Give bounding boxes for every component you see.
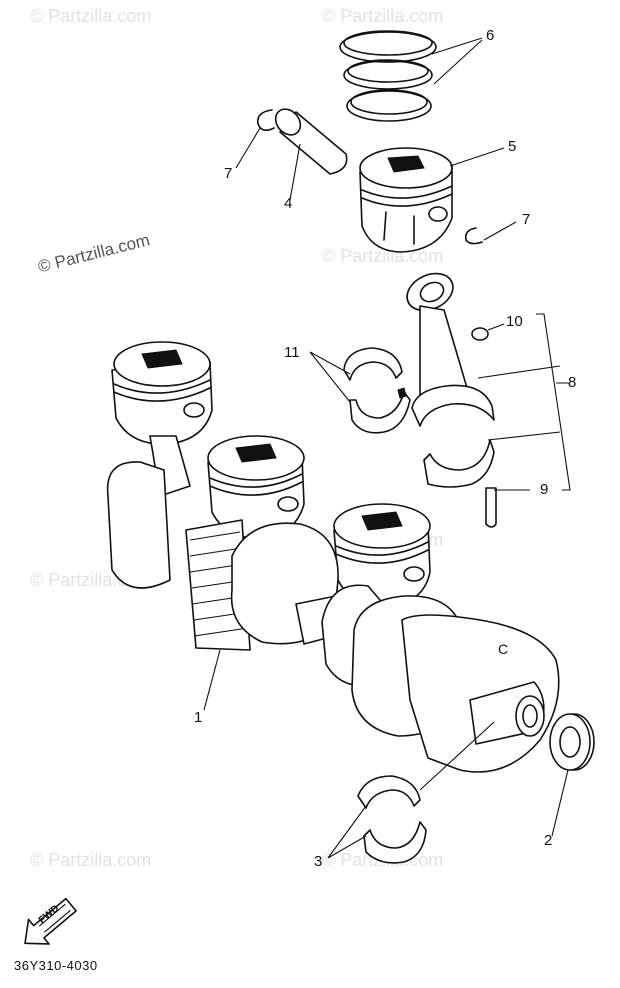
- piston-part-5: [359, 147, 453, 253]
- callout-10: 10: [506, 313, 523, 330]
- main-bearing-part-3: [357, 775, 427, 864]
- circlip-upper: [256, 109, 275, 132]
- group-bracket-8: [536, 313, 571, 491]
- callout-9: 9: [540, 481, 549, 498]
- forward-arrow-icon: [24, 897, 77, 945]
- connecting-rod-part-8: [406, 272, 497, 528]
- callout-4: 4: [284, 195, 293, 212]
- crank-mark-c: C: [498, 641, 509, 657]
- callout-7-lower: 7: [522, 211, 531, 228]
- callout-1: 1: [194, 709, 203, 726]
- callout-5: 5: [508, 138, 517, 155]
- piston-left: [111, 341, 213, 497]
- diagram-code: 36Y310-4030: [14, 958, 98, 973]
- watermark-2: © Partzilla.com: [322, 6, 444, 26]
- callout-7-upper: 7: [224, 165, 233, 182]
- piston-rings: [339, 30, 437, 122]
- piston-middle: [207, 435, 305, 539]
- leader-lines: [203, 37, 569, 859]
- circlip-lower: [464, 227, 483, 245]
- oil-seal-part-2: [549, 713, 595, 771]
- crankshaft-part-1: [106, 461, 560, 773]
- watermark-1: © Partzilla.com: [30, 6, 152, 26]
- piston-pin-part-4: [274, 108, 348, 175]
- callout-2: 2: [544, 832, 553, 849]
- conrod-bearing-part-11: [343, 347, 411, 434]
- watermark-7: © Partzilla.com: [30, 850, 152, 870]
- callout-6: 6: [486, 27, 495, 44]
- callout-11: 11: [284, 344, 300, 361]
- callout-8: 8: [568, 374, 577, 391]
- callout-3: 3: [314, 853, 323, 870]
